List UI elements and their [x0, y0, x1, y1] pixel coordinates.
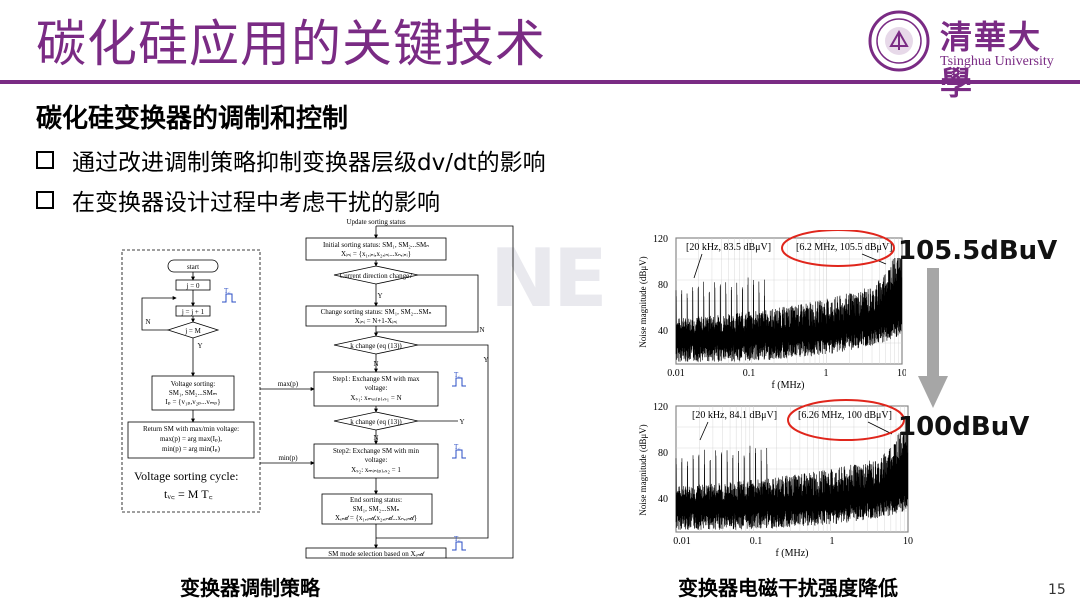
modulation-flowchart: T꜀ T꜀ T꜀ T꜀ Update sorting status start …	[121, 218, 514, 559]
brand-chinese-name: 清華大學	[940, 18, 1043, 102]
flow-change-status: Change sorting status: SM₁, SM₂...SMₙ	[321, 308, 432, 316]
square-bullet-icon	[36, 151, 54, 169]
watermark-logo: NE	[490, 232, 608, 325]
x-tick-label: 1	[824, 368, 829, 379]
flow-end-status: End sorting status:	[350, 496, 402, 504]
flow-k-change: k change (eq (13))	[350, 418, 402, 426]
plots-caption: 变换器电磁干扰强度降低	[678, 576, 898, 600]
annotation-left: [20 kHz, 84.1 dBμV]	[692, 410, 777, 421]
tsinghua-logo: 清華大學 Tsinghua University	[868, 10, 1068, 102]
flow-no-label: N	[479, 326, 484, 334]
tc-label: T꜀	[454, 443, 461, 451]
flow-start: start	[187, 263, 199, 271]
bullet-text: 通过改进调制策略抑制变换器层级dv/dt的影响	[72, 150, 546, 176]
bullet-text: 在变换器设计过程中考虑干扰的影响	[72, 190, 440, 216]
x-tick-label: 0.1	[743, 368, 756, 379]
annotation-arrow	[693, 253, 703, 279]
x-tick-label: 0.01	[673, 536, 691, 547]
annotation-arrow	[867, 421, 893, 435]
x-axis-label: f (MHz)	[771, 380, 804, 391]
flow-update-label: Update sorting status	[346, 218, 405, 226]
flow-yes-label: Y	[483, 356, 488, 364]
flow-k-change: k change (eq (13))	[350, 342, 402, 350]
annotation-arrow	[861, 253, 887, 265]
x-tick-label: 0.1	[750, 536, 763, 547]
flow-max-p: max(p)	[278, 380, 299, 388]
flow-sm-mode: SM mode selection based on Xₑₙ𝒹	[328, 550, 425, 558]
square-bullet-icon	[36, 191, 54, 209]
flow-j-inc: j = j + 1	[181, 308, 205, 316]
annotation-right: [6.2 MHz, 105.5 dBμV]	[796, 242, 892, 253]
flow-yes-label: Y	[377, 292, 382, 300]
tc-label: T꜀	[224, 287, 231, 295]
flowchart-caption: 变换器调制策略	[180, 576, 320, 600]
y-tick-label: 40	[658, 494, 668, 505]
flow-end-status: Xₑₙ𝒹 = {x₁,ₑₙ𝒹,x₂,ₑₙ𝒹...xₙ,ₑₙ𝒹}	[335, 514, 417, 522]
flow-j-init: j = 0	[186, 282, 200, 290]
tc-label: T꜀	[454, 535, 461, 543]
flow-no-label: N	[373, 434, 378, 442]
noise-spectrum-trace	[675, 431, 909, 530]
peak-label-before: 105.5dBuV	[898, 236, 1058, 266]
flow-step1: voltage:	[365, 384, 388, 392]
brand-english-name: Tsinghua University	[940, 54, 1054, 69]
flow-cycle-eq: tᵥ꜀ = M T꜀	[164, 487, 213, 501]
emi-spectrum-after: 120 80 40 0.01 0.1 1 10 f (MHz) Noise ma…	[638, 399, 913, 559]
title-divider	[0, 80, 1080, 84]
y-tick-label: 120	[653, 402, 668, 413]
flow-min-p: min(p)	[278, 454, 298, 462]
x-tick-label: 10	[897, 368, 906, 379]
flow-step1: Xₛ₁: xₘₐₓ₍ₚ₎,ₛ₁ = N	[350, 394, 401, 402]
flow-step2: voltage:	[365, 456, 388, 464]
x-tick-label: 1	[830, 536, 835, 547]
flow-yes-label: Y	[197, 342, 202, 350]
flow-return-sm: Return SM with max/min voltage:	[143, 425, 239, 433]
y-tick-label: 80	[658, 280, 668, 291]
flow-no-label: N	[145, 318, 150, 326]
flow-yes-label: Y	[459, 418, 464, 426]
x-axis-label: f (MHz)	[775, 548, 808, 559]
flow-step2: Step2: Exchange SM with min	[333, 447, 419, 455]
slide-title: 碳化硅应用的关键技术	[36, 15, 546, 73]
flow-end-status: SM₁, SM₂...SMₙ	[353, 505, 400, 513]
flow-change-status: Xᵢₙᵢ = N+1-Xᵢₙᵢ	[355, 317, 398, 325]
flow-current-dir: Current direction change?	[340, 272, 413, 280]
down-arrow-icon	[918, 268, 948, 408]
page-number: 15	[1048, 582, 1066, 598]
emi-spectrum-before: 120 80 40 0.01 0.1 1 10 f (MHz) Noise ma…	[638, 230, 906, 391]
flow-step2: Xₛ₂: xₘᵢₙ₍ₚ₎,ₛ₂ = 1	[351, 466, 401, 474]
flow-voltage-sorting: SM₁, SM₂...SMₘ	[169, 389, 217, 397]
flow-return-sm: max(p) = arg max(Iₚ),	[160, 435, 222, 443]
flow-voltage-sorting: Voltage sorting:	[171, 380, 215, 388]
annotation-left: [20 kHz, 83.5 dBμV]	[686, 242, 771, 253]
flow-j-cond: j = M	[184, 327, 201, 335]
bullet-list: 通过改进调制策略抑制变换器层级dv/dt的影响 在变换器设计过程中考虑干扰的影响	[36, 140, 546, 220]
section-subtitle: 碳化硅变换器的调制和控制	[36, 104, 349, 134]
highlight-ellipse	[787, 399, 905, 441]
flow-voltage-sorting: Iₚ = {v₁ₚ,v₂ₚ...vₘₚ}	[165, 398, 220, 406]
annotation-right: [6.26 MHz, 100 dBμV]	[798, 410, 892, 421]
flow-step1: Step1: Exchange SM with max	[332, 375, 420, 383]
bullet-item: 通过改进调制策略抑制变换器层级dv/dt的影响	[36, 140, 546, 180]
annotation-arrow	[699, 421, 709, 441]
y-axis-label: Noise magnitude (dBμV)	[638, 256, 648, 347]
flow-init-status: Xᵢₙᵢ = {x₁,ᵢₙᵢ,x₂,ᵢₙᵢ...xₙ,ᵢₙᵢ}	[341, 250, 411, 258]
noise-spectrum-trace	[675, 257, 903, 362]
bullet-item: 在变换器设计过程中考虑干扰的影响	[36, 180, 546, 220]
tc-label: T꜀	[454, 371, 461, 379]
x-tick-label: 0.01	[667, 368, 685, 379]
x-tick-label: 10	[903, 536, 913, 547]
flow-cycle-label: Voltage sorting cycle:	[134, 469, 238, 483]
y-axis-label: Noise magnitude (dBμV)	[638, 424, 648, 515]
university-seal-icon	[868, 10, 930, 72]
y-tick-label: 80	[658, 448, 668, 459]
y-tick-label: 40	[658, 326, 668, 337]
highlight-ellipse	[781, 230, 895, 267]
flow-return-sm: min(p) = arg min(Iₚ)	[162, 445, 221, 453]
peak-label-after: 100dBuV	[898, 412, 1030, 442]
flow-init-status: Initial sorting status: SM₁, SM₂...SMₙ	[323, 241, 429, 249]
flow-no-label: N	[373, 360, 378, 368]
y-tick-label: 120	[653, 234, 668, 245]
